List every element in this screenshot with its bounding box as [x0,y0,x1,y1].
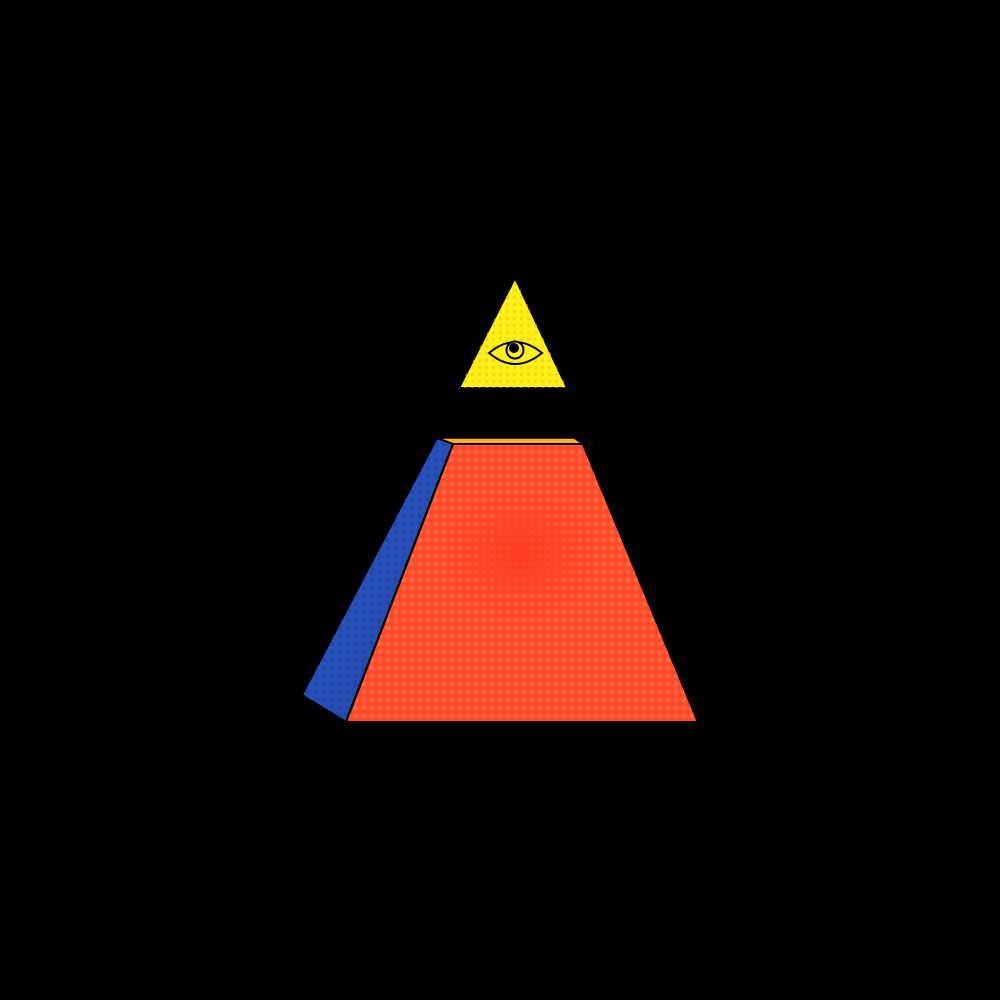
pyramid-side-halftone [302,438,453,722]
capstone [458,277,568,389]
pyramid-front-outline [344,443,700,723]
pyramid-body [300,436,700,724]
capstone-halftone [459,278,567,388]
pyramid-front-glow [435,495,605,635]
all-seeing-eye-icon [487,340,544,365]
